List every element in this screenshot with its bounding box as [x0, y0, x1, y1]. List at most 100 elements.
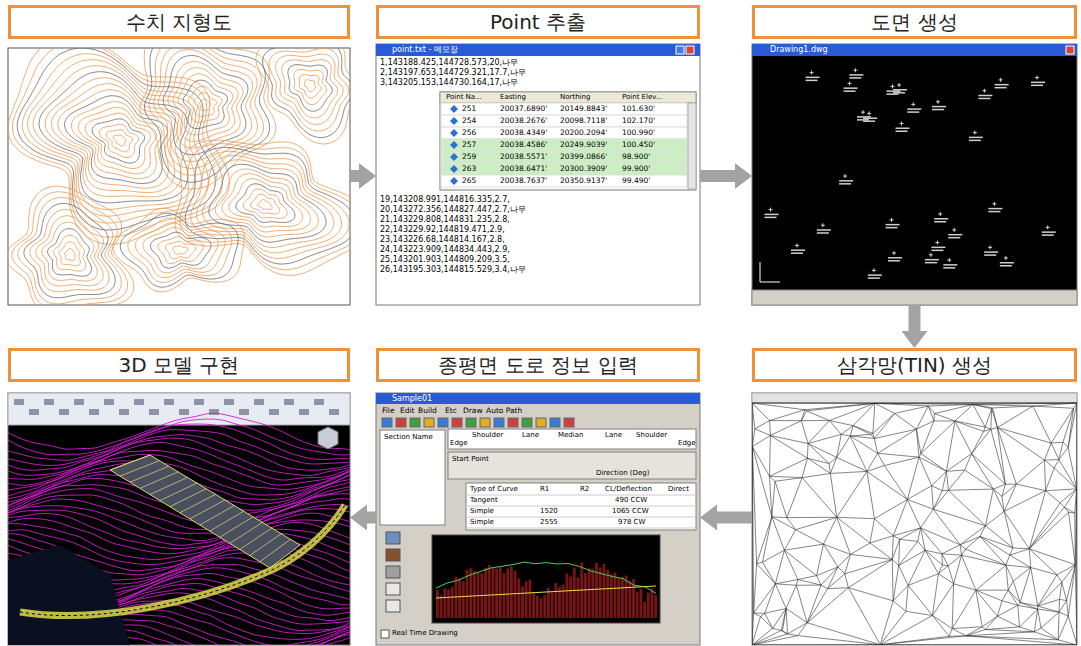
point-mark	[907, 111, 919, 113]
bridge-mesh	[230, 522, 263, 543]
terrain-line	[8, 438, 350, 475]
screen-text: Median	[558, 432, 583, 439]
survey-point	[897, 83, 901, 87]
tool-icon	[480, 418, 490, 427]
screen-text: 256	[462, 129, 476, 137]
contour-line	[189, 86, 223, 122]
road-band	[20, 505, 345, 616]
window-button	[676, 46, 684, 54]
point-mark	[932, 109, 944, 111]
bridge-mesh	[110, 455, 150, 470]
table-row	[441, 127, 687, 139]
view-cube	[318, 427, 338, 449]
point-mark	[868, 274, 882, 276]
terrain-bar	[440, 595, 443, 618]
contour-line	[222, 174, 310, 232]
ribbon-icon	[134, 399, 144, 405]
point-mark	[988, 208, 1002, 210]
screen-text: Drawing1.dwg	[770, 46, 828, 54]
survey-point	[843, 174, 847, 178]
axis-icon	[760, 262, 780, 282]
screen-text: Northing	[560, 94, 590, 101]
side-button	[386, 532, 400, 544]
screen-text: Sample01	[392, 395, 432, 403]
ribbon-icon	[164, 399, 174, 405]
terrain-bar	[603, 564, 606, 618]
point-mark	[888, 257, 902, 259]
screen-text: 20,143272.356,144827.447,2.7,나무	[380, 206, 526, 214]
survey-point	[936, 100, 940, 104]
screen-text: Simple	[470, 519, 494, 526]
terrain-bar	[495, 569, 498, 618]
bridge-mesh	[220, 517, 253, 538]
map-frame	[8, 48, 350, 305]
contour-line	[65, 248, 76, 260]
terrain-bar	[525, 581, 528, 618]
contour-line	[78, 107, 156, 173]
table-row	[441, 115, 687, 127]
screen-text: 25,143201.903,144809.209,3.5,	[380, 256, 510, 264]
screen-text: Easting	[500, 94, 526, 101]
point-mark	[943, 267, 955, 269]
point-mark	[984, 251, 998, 253]
survey-point	[861, 110, 865, 114]
grid-line	[466, 528, 696, 529]
point-mark	[948, 234, 962, 236]
point-mark	[934, 218, 948, 220]
terrain-bar	[643, 602, 646, 618]
step-title: 삼각망(TIN) 생성	[752, 348, 1077, 382]
ribbon-icon	[149, 409, 159, 415]
tool-icon	[438, 418, 448, 427]
terrain-bar	[503, 573, 506, 618]
screen-text: 20038.5571'	[500, 153, 547, 161]
tool-icon	[452, 418, 462, 427]
point-mark	[995, 84, 1009, 86]
screen-text: 101.630'	[622, 105, 655, 113]
contour-line	[183, 80, 227, 128]
point-mark	[817, 229, 831, 231]
screen-text: Real Time Drawing	[392, 630, 458, 637]
process-step: 수치 지형도	[8, 5, 350, 305]
point-mark	[886, 227, 898, 229]
cad-window	[752, 44, 1077, 305]
checkbox	[381, 630, 389, 638]
contour-line	[158, 237, 204, 264]
survey-point	[848, 81, 852, 85]
screen-text: Tangent	[470, 497, 498, 504]
section-list	[380, 430, 445, 525]
ribbon-icon	[119, 409, 129, 415]
bridge-mesh	[120, 461, 159, 477]
step-title: Point 추출	[376, 5, 700, 39]
point-icon	[450, 105, 458, 113]
profile-chart	[432, 535, 660, 623]
contour-line	[150, 232, 211, 268]
terrain-bar	[506, 568, 509, 618]
point-icon	[450, 117, 458, 125]
survey-point	[892, 251, 896, 255]
table-row	[441, 175, 687, 187]
contour-line	[149, 48, 264, 175]
contour-line	[113, 135, 126, 146]
bridge-mesh	[160, 483, 197, 501]
terrain-bar	[469, 568, 472, 618]
screen-text: 21,143229.808,144831.235,2.8,	[380, 216, 510, 224]
screen-text: 2555	[540, 519, 558, 526]
title-bar	[752, 44, 1077, 56]
point-mark	[969, 137, 983, 139]
side-button	[386, 600, 400, 612]
contour-line	[140, 48, 276, 189]
ribbon-icon	[299, 409, 309, 415]
point-mark	[934, 221, 946, 223]
screen-text: 265	[462, 177, 476, 185]
screen-text: 23,143226.68,144814.167,2.8,	[380, 236, 505, 244]
ribbon-icon	[14, 399, 24, 405]
point-mark	[1000, 262, 1014, 264]
screen-text: Lane	[522, 432, 539, 439]
screen-text: 251	[462, 105, 476, 113]
point-mark	[1031, 85, 1043, 87]
point-mark	[907, 108, 921, 110]
point-mark	[969, 140, 981, 142]
terrain-bar	[569, 577, 572, 618]
screen-text: Draw	[463, 407, 483, 415]
